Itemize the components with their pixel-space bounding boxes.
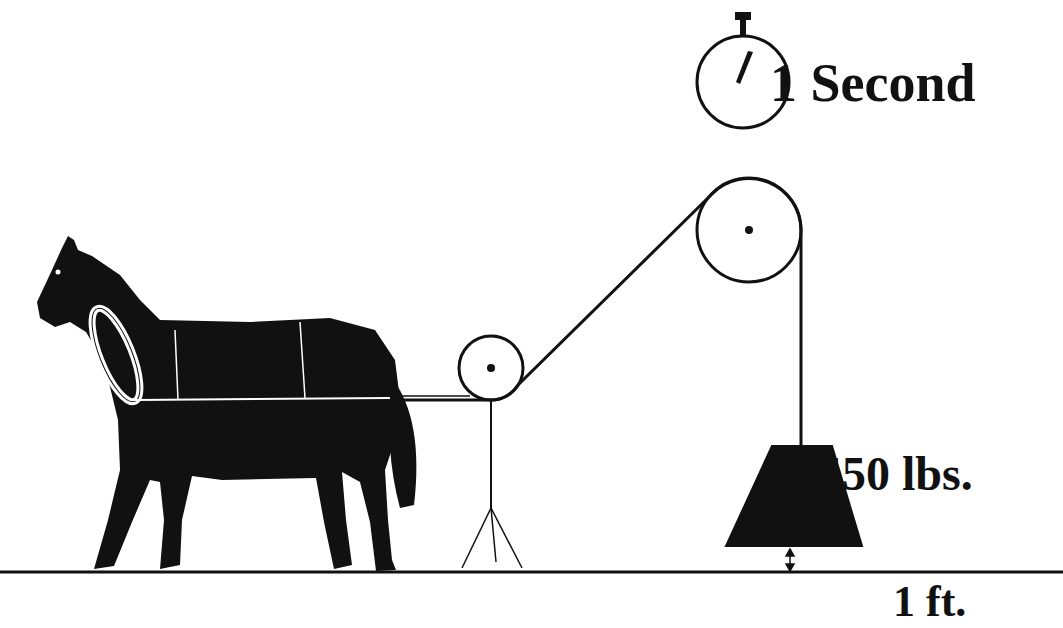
horse [37, 236, 416, 571]
rope [398, 395, 470, 397]
weight-label: 550 lbs. [818, 450, 973, 498]
ground-pulley [459, 336, 523, 568]
time-label: 1 Second [770, 56, 976, 110]
height-marker [786, 549, 794, 571]
distance-label: 1 ft. [893, 580, 966, 624]
ground-line [0, 571, 1063, 574]
rope [398, 179, 801, 446]
